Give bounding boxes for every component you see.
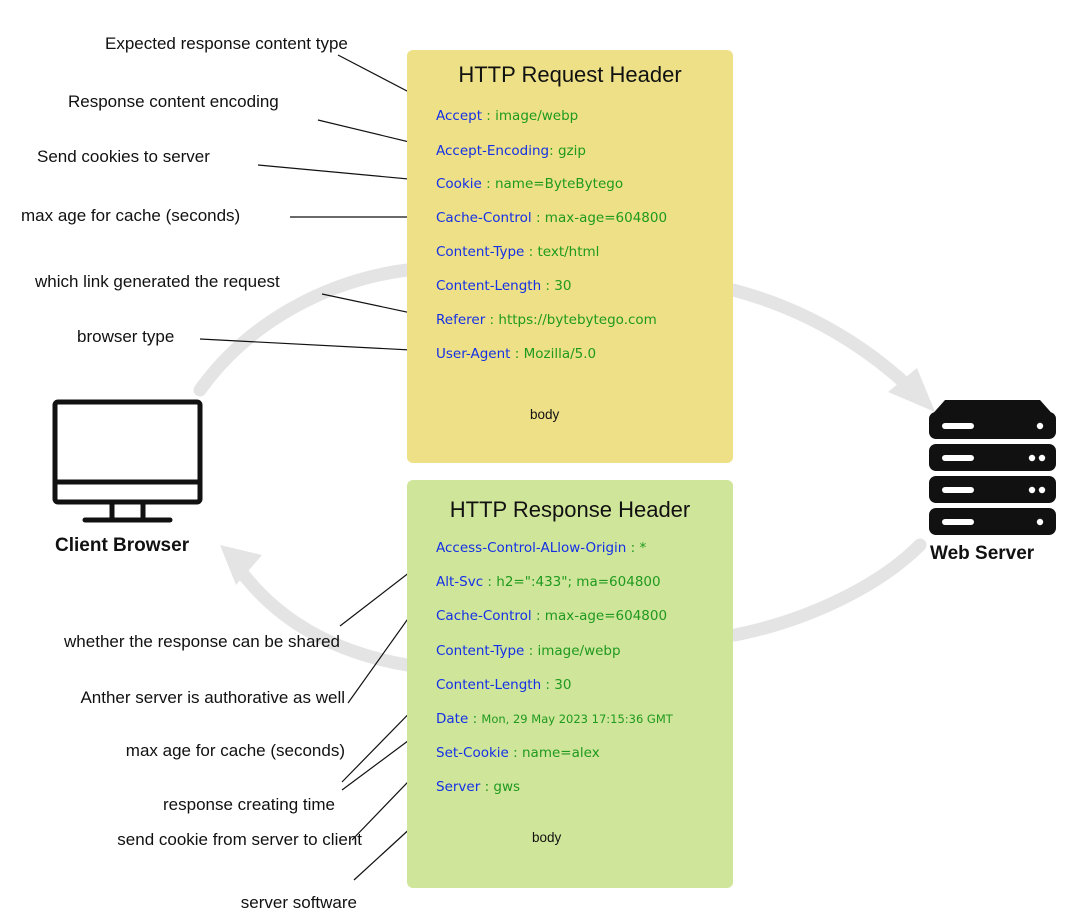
res-row-cache-control: Cache-Control : max-age=604800 bbox=[436, 608, 668, 624]
res-row-access-control: Access-Control-ALlow-Origin : * bbox=[436, 540, 647, 556]
header-value: image/webp bbox=[495, 108, 579, 124]
res-row-date: Date : Mon, 29 May 2023 17:15:36 GMT bbox=[436, 711, 673, 727]
req-row-user-agent: User-Agent : Mozilla/5.0 bbox=[436, 346, 597, 362]
response-flow-arc-left bbox=[233, 563, 414, 672]
header-key: User-Agent bbox=[436, 346, 511, 362]
header-value: max-age=604800 bbox=[544, 608, 668, 624]
header-value: image/webp bbox=[537, 643, 621, 659]
header-key: Server bbox=[436, 779, 481, 795]
note-server: server software bbox=[240, 893, 357, 912]
header-key: Content-Length bbox=[436, 677, 542, 693]
header-key: Alt-Svc bbox=[436, 574, 484, 590]
note-user-agent: browser type bbox=[77, 327, 175, 346]
res-row-alt-svc: Alt-Svc : h2=":433"; ma=604800 bbox=[436, 574, 661, 590]
res-row-set-cookie: Set-Cookie : name=alex bbox=[436, 745, 600, 761]
res-row-content-length: Content-Length : 30 bbox=[436, 677, 572, 693]
header-key: Accept bbox=[436, 108, 483, 124]
req-row-accept: Accept : image/webp bbox=[436, 108, 579, 124]
header-key: Access-Control-ALlow-Origin bbox=[436, 540, 627, 556]
header-key: Content-Type bbox=[436, 643, 525, 659]
note-cache-control: max age for cache (seconds) bbox=[21, 206, 241, 225]
header-value: name=ByteBytego bbox=[494, 176, 624, 192]
header-key: Accept-Encoding bbox=[436, 143, 550, 159]
header-key: Cache-Control bbox=[436, 210, 532, 226]
req-row-accept-encoding: Accept-Encoding: gzip bbox=[436, 143, 586, 159]
response-flow-arrowhead bbox=[220, 545, 262, 585]
response-header-panel: HTTP Response Header bbox=[407, 480, 733, 888]
header-key: Set-Cookie bbox=[436, 745, 509, 761]
response-flow-arc-right bbox=[728, 538, 927, 642]
note-accept-encoding: Response content encoding bbox=[68, 92, 279, 111]
server-rack-icon bbox=[929, 400, 1056, 535]
note-alt-svc: Anther server is authorative as well bbox=[80, 688, 345, 707]
header-key: Cookie bbox=[436, 176, 482, 192]
client-browser-label: Client Browser bbox=[55, 535, 190, 556]
header-value: h2=":433"; ma=604800 bbox=[496, 574, 661, 590]
header-value: 30 bbox=[554, 278, 572, 294]
web-server-label: Web Server bbox=[930, 543, 1035, 564]
header-value: name=alex bbox=[522, 745, 600, 761]
header-value: gzip bbox=[557, 143, 586, 159]
header-value: 30 bbox=[554, 677, 572, 693]
request-header-panel: HTTP Request Header bbox=[407, 50, 733, 463]
header-value: Mon, 29 May 2023 17:15:36 GMT bbox=[481, 712, 673, 726]
header-value: text/html bbox=[537, 244, 600, 260]
response-panel-title: HTTP Response Header bbox=[449, 497, 691, 522]
note-referer: which link generated the request bbox=[35, 272, 280, 291]
req-row-cookie: Cookie : name=ByteBytego bbox=[436, 176, 624, 192]
header-value: gws bbox=[493, 779, 521, 795]
req-row-cache-control: Cache-Control : max-age=604800 bbox=[436, 210, 668, 226]
note-accept: Expected response content type bbox=[105, 34, 348, 53]
header-key: Cache-Control bbox=[436, 608, 532, 624]
note-res-cache-control: max age for cache (seconds) bbox=[125, 741, 345, 760]
req-row-referer: Referer : https://bytebytego.com bbox=[436, 312, 657, 328]
header-value: max-age=604800 bbox=[544, 210, 668, 226]
request-flow-arrowhead bbox=[888, 368, 935, 412]
header-key: Content-Type bbox=[436, 244, 525, 260]
pointer-cookie bbox=[257, 164, 431, 185]
note-access-control: whether the response can be shared bbox=[64, 632, 340, 651]
note-set-cookie: send cookie from server to client bbox=[117, 830, 362, 849]
header-value: Mozilla/5.0 bbox=[523, 346, 597, 362]
header-key: Content-Length bbox=[436, 278, 542, 294]
req-body-label: body bbox=[530, 407, 560, 422]
res-row-server: Server : gws bbox=[436, 779, 521, 795]
note-date: response creating time bbox=[163, 795, 335, 814]
res-body-label: body bbox=[532, 830, 562, 845]
monitor-icon bbox=[52, 399, 203, 523]
header-value: https://bytebytego.com bbox=[498, 312, 657, 328]
header-key: Date bbox=[436, 711, 469, 727]
res-row-content-type: Content-Type : image/webp bbox=[436, 643, 621, 659]
pointer-user-agent bbox=[199, 338, 431, 355]
header-value: * bbox=[639, 540, 647, 556]
req-row-content-length: Content-Length : 30 bbox=[436, 278, 572, 294]
request-panel-title: HTTP Request Header bbox=[458, 62, 682, 87]
request-flow-arc-right bbox=[726, 283, 917, 395]
header-key: Referer bbox=[436, 312, 486, 328]
req-row-content-type: Content-Type : text/html bbox=[436, 244, 600, 260]
request-flow-arc-left bbox=[193, 263, 414, 397]
note-cookie: Send cookies to server bbox=[37, 147, 210, 166]
